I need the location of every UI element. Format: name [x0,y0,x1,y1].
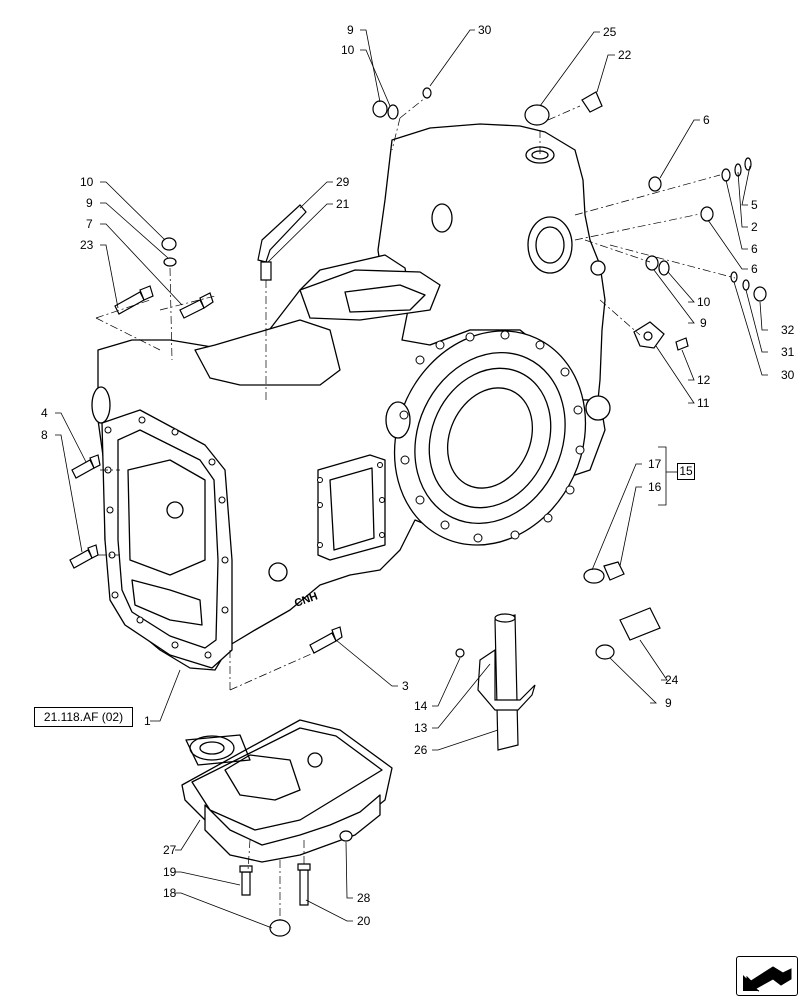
callout-label: 12 [697,373,711,387]
callout-label: 7 [86,217,93,231]
callout-label: 9 [665,696,672,710]
callout-label: 13 [414,721,428,735]
callout-label: 20 [357,914,371,928]
callout-label: 10 [697,295,711,309]
callout-label: 26 [414,743,428,757]
callout-label: 11 [697,396,710,410]
callout-label: 2 [751,220,758,234]
callout-label: 30 [781,368,795,382]
navigation-button[interactable] [736,956,798,996]
flange-bolt-holes [104,330,585,659]
callout-label: 10 [341,43,355,57]
callout-label: 29 [336,175,350,189]
callout-label: 10 [80,175,94,189]
callout-label: 24 [665,673,679,687]
small-parts [69,87,767,937]
callout-labels: 9 10 30 25 22 6 10 9 7 23 29 21 5 2 6 6 … [41,23,795,928]
callout-label: 9 [86,196,93,210]
arrow-down-left-icon [743,966,792,992]
callout-label: 4 [41,406,48,420]
callout-label: 30 [478,23,492,37]
callout-label: 23 [80,238,94,252]
callout-label: 1 [144,714,151,728]
callout-label: 9 [700,316,707,330]
callout-label: 21 [336,197,350,211]
callout-label: 14 [414,699,428,713]
group-number-badge: 15 [677,463,695,480]
callout-label: 8 [41,428,48,442]
oil-sump-pan [181,719,393,863]
group-bracket [658,446,667,506]
callout-label: 6 [751,242,758,256]
callout-label: 5 [751,198,758,212]
callout-label: 28 [357,891,371,905]
assembly-lines [95,97,736,920]
transmission-housing [91,123,611,671]
callout-label: 9 [347,23,354,37]
callout-label: 6 [751,262,758,276]
callout-label: 18 [163,886,177,900]
callout-label: 19 [163,865,177,879]
callout-label: 3 [402,679,409,693]
leader-lines [55,29,768,929]
callout-label: 22 [618,48,632,62]
callout-label: 25 [603,25,617,39]
callout-label: 6 [703,113,710,127]
callout-label: 32 [781,323,795,337]
callout-label: 17 [648,457,662,471]
callout-label: 31 [781,345,795,359]
callout-label: 27 [163,843,177,857]
callout-label: 16 [648,480,662,494]
reference-link[interactable]: 21.118.AF (02) [34,707,133,727]
